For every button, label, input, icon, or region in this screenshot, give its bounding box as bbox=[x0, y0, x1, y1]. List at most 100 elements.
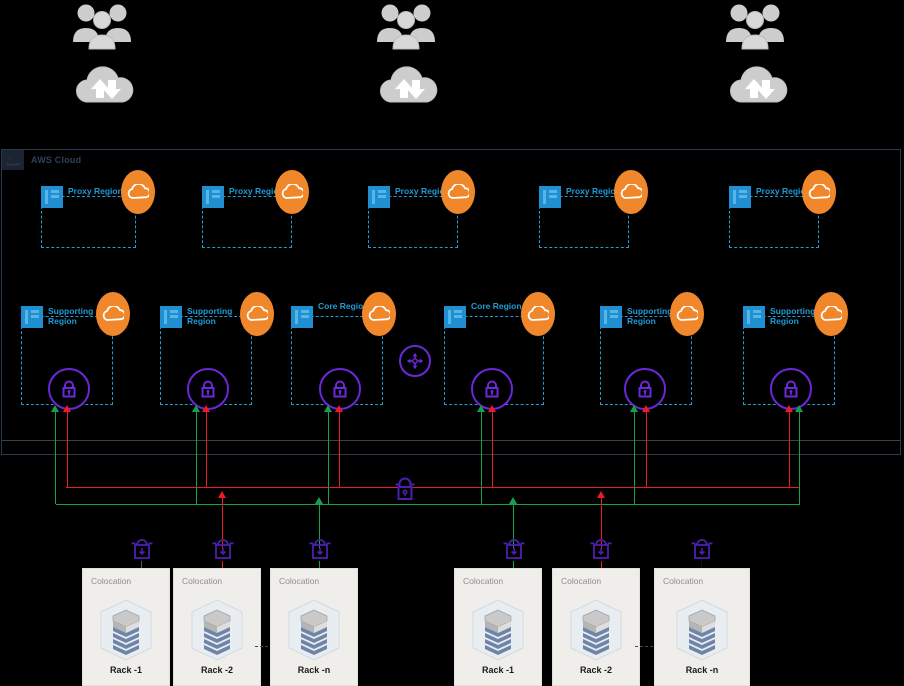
server-rack-icon bbox=[567, 599, 625, 661]
aws-logo-icon bbox=[2, 150, 24, 170]
lock-icon bbox=[770, 368, 812, 410]
rack-label: Rack -2 bbox=[200, 665, 234, 675]
green-dx-riser-4 bbox=[513, 504, 514, 548]
direct-connect-icon bbox=[308, 537, 332, 561]
region-label: Proxy Region bbox=[229, 186, 284, 196]
region-cloud-icon bbox=[441, 170, 475, 214]
red-riser-6 bbox=[789, 412, 790, 487]
proxy-region-box-3[interactable]: Proxy Region bbox=[368, 186, 458, 248]
lock-icon bbox=[187, 368, 229, 410]
colocation-card-6[interactable]: Colocation Rack -n bbox=[654, 568, 750, 686]
server-rack-icon bbox=[673, 599, 731, 661]
red-dx-riser-2 bbox=[222, 498, 223, 548]
green-dx-arrow-4 bbox=[509, 497, 517, 504]
colocation-label: Colocation bbox=[561, 576, 602, 586]
server-rack-icon bbox=[469, 599, 527, 661]
rack-label: Rack -n bbox=[297, 665, 331, 675]
red-riser-2 bbox=[206, 412, 207, 487]
transit-gateway-icon bbox=[399, 345, 431, 377]
red-backbone-line bbox=[66, 487, 800, 488]
red-arrow-5 bbox=[642, 405, 650, 412]
green-arrow-3 bbox=[324, 405, 332, 412]
lock-icon bbox=[48, 368, 90, 410]
colocation-card-4[interactable]: Colocation Rack -1 bbox=[454, 568, 542, 686]
red-arrow-4 bbox=[488, 405, 496, 412]
cloud-traffic-icon bbox=[728, 62, 790, 106]
region-flag-icon bbox=[368, 186, 390, 208]
region-flag-icon bbox=[41, 186, 63, 208]
green-dx-arrow-3 bbox=[315, 497, 323, 504]
region-cloud-icon bbox=[521, 292, 555, 336]
proxy-region-box-4[interactable]: Proxy Region bbox=[539, 186, 629, 248]
region-label: Proxy Region bbox=[68, 186, 123, 196]
green-dx-riser-3 bbox=[319, 504, 320, 548]
region-cloud-icon bbox=[814, 292, 848, 336]
rack-label: Rack -n bbox=[685, 665, 719, 675]
region-label: Supporting Region bbox=[627, 306, 673, 326]
colocation-card-1[interactable]: Colocation Rack -1 bbox=[82, 568, 170, 686]
green-riser-2 bbox=[196, 412, 197, 504]
region-label: Core Region bbox=[318, 301, 369, 311]
red-arrow-3 bbox=[335, 405, 343, 412]
region-label: Supporting Region bbox=[187, 306, 233, 326]
green-arrow-4 bbox=[477, 405, 485, 412]
red-arrow-2 bbox=[202, 405, 210, 412]
users-group-icon bbox=[71, 2, 133, 50]
colocation-card-2[interactable]: Colocation Rack -2 bbox=[173, 568, 261, 686]
lock-icon bbox=[319, 368, 361, 410]
supporting-region-box-3[interactable]: Supporting Region bbox=[600, 306, 692, 405]
region-cloud-icon bbox=[670, 292, 704, 336]
region-flag-icon bbox=[202, 186, 224, 208]
direct-connect-icon bbox=[589, 537, 613, 561]
colocation-card-3[interactable]: Colocation Rack -n bbox=[270, 568, 358, 686]
vpn-lock-icon bbox=[392, 476, 418, 502]
cloud-traffic-icon bbox=[74, 62, 136, 106]
colocation-label: Colocation bbox=[91, 576, 132, 586]
colocation-label: Colocation bbox=[663, 576, 704, 586]
region-flag-icon bbox=[291, 306, 313, 328]
red-arrow-6 bbox=[785, 405, 793, 412]
proxy-region-box-1[interactable]: Proxy Region bbox=[41, 186, 136, 248]
region-cloud-icon bbox=[802, 170, 836, 214]
colocation-label: Colocation bbox=[279, 576, 320, 586]
region-label: Core Region bbox=[471, 301, 522, 311]
direct-connect-icon bbox=[502, 537, 526, 561]
green-riser-6 bbox=[799, 412, 800, 504]
region-flag-icon bbox=[600, 306, 622, 328]
region-cloud-icon bbox=[96, 292, 130, 336]
cloud-divider bbox=[2, 440, 900, 441]
red-dx-riser-5 bbox=[601, 498, 602, 548]
region-label: Supporting Region bbox=[770, 306, 816, 326]
green-riser-4 bbox=[481, 412, 482, 504]
aws-cloud-header: AWS Cloud bbox=[2, 150, 81, 170]
supporting-region-box-1[interactable]: Supporting Region bbox=[21, 306, 113, 405]
colocation-label: Colocation bbox=[182, 576, 223, 586]
region-cloud-icon bbox=[121, 170, 155, 214]
green-arrow-2 bbox=[192, 405, 200, 412]
proxy-region-box-5[interactable]: Proxy Region bbox=[729, 186, 819, 248]
users-group-icon bbox=[375, 2, 437, 50]
green-riser-1 bbox=[55, 412, 56, 504]
rack-ellipsis-right bbox=[635, 646, 663, 647]
colocation-card-5[interactable]: Colocation Rack -2 bbox=[552, 568, 640, 686]
rack-ellipsis-left bbox=[255, 646, 283, 647]
direct-connect-icon bbox=[211, 537, 235, 561]
red-dx-arrow-5 bbox=[597, 491, 605, 498]
lock-icon bbox=[624, 368, 666, 410]
proxy-region-box-2[interactable]: Proxy Region bbox=[202, 186, 292, 248]
region-label: Proxy Region bbox=[566, 186, 621, 196]
green-arrow-1 bbox=[51, 405, 59, 412]
red-riser-3 bbox=[339, 412, 340, 487]
lock-icon bbox=[471, 368, 513, 410]
red-riser-1 bbox=[67, 412, 68, 487]
region-flag-icon bbox=[539, 186, 561, 208]
users-group-icon bbox=[724, 2, 786, 50]
region-label: Supporting Region bbox=[48, 306, 94, 326]
region-cloud-icon bbox=[614, 170, 648, 214]
rack-label: Rack -1 bbox=[481, 665, 515, 675]
region-cloud-icon bbox=[240, 292, 274, 336]
region-label: Proxy Region bbox=[395, 186, 450, 196]
server-rack-icon bbox=[97, 599, 155, 661]
cloud-traffic-icon bbox=[378, 62, 440, 106]
